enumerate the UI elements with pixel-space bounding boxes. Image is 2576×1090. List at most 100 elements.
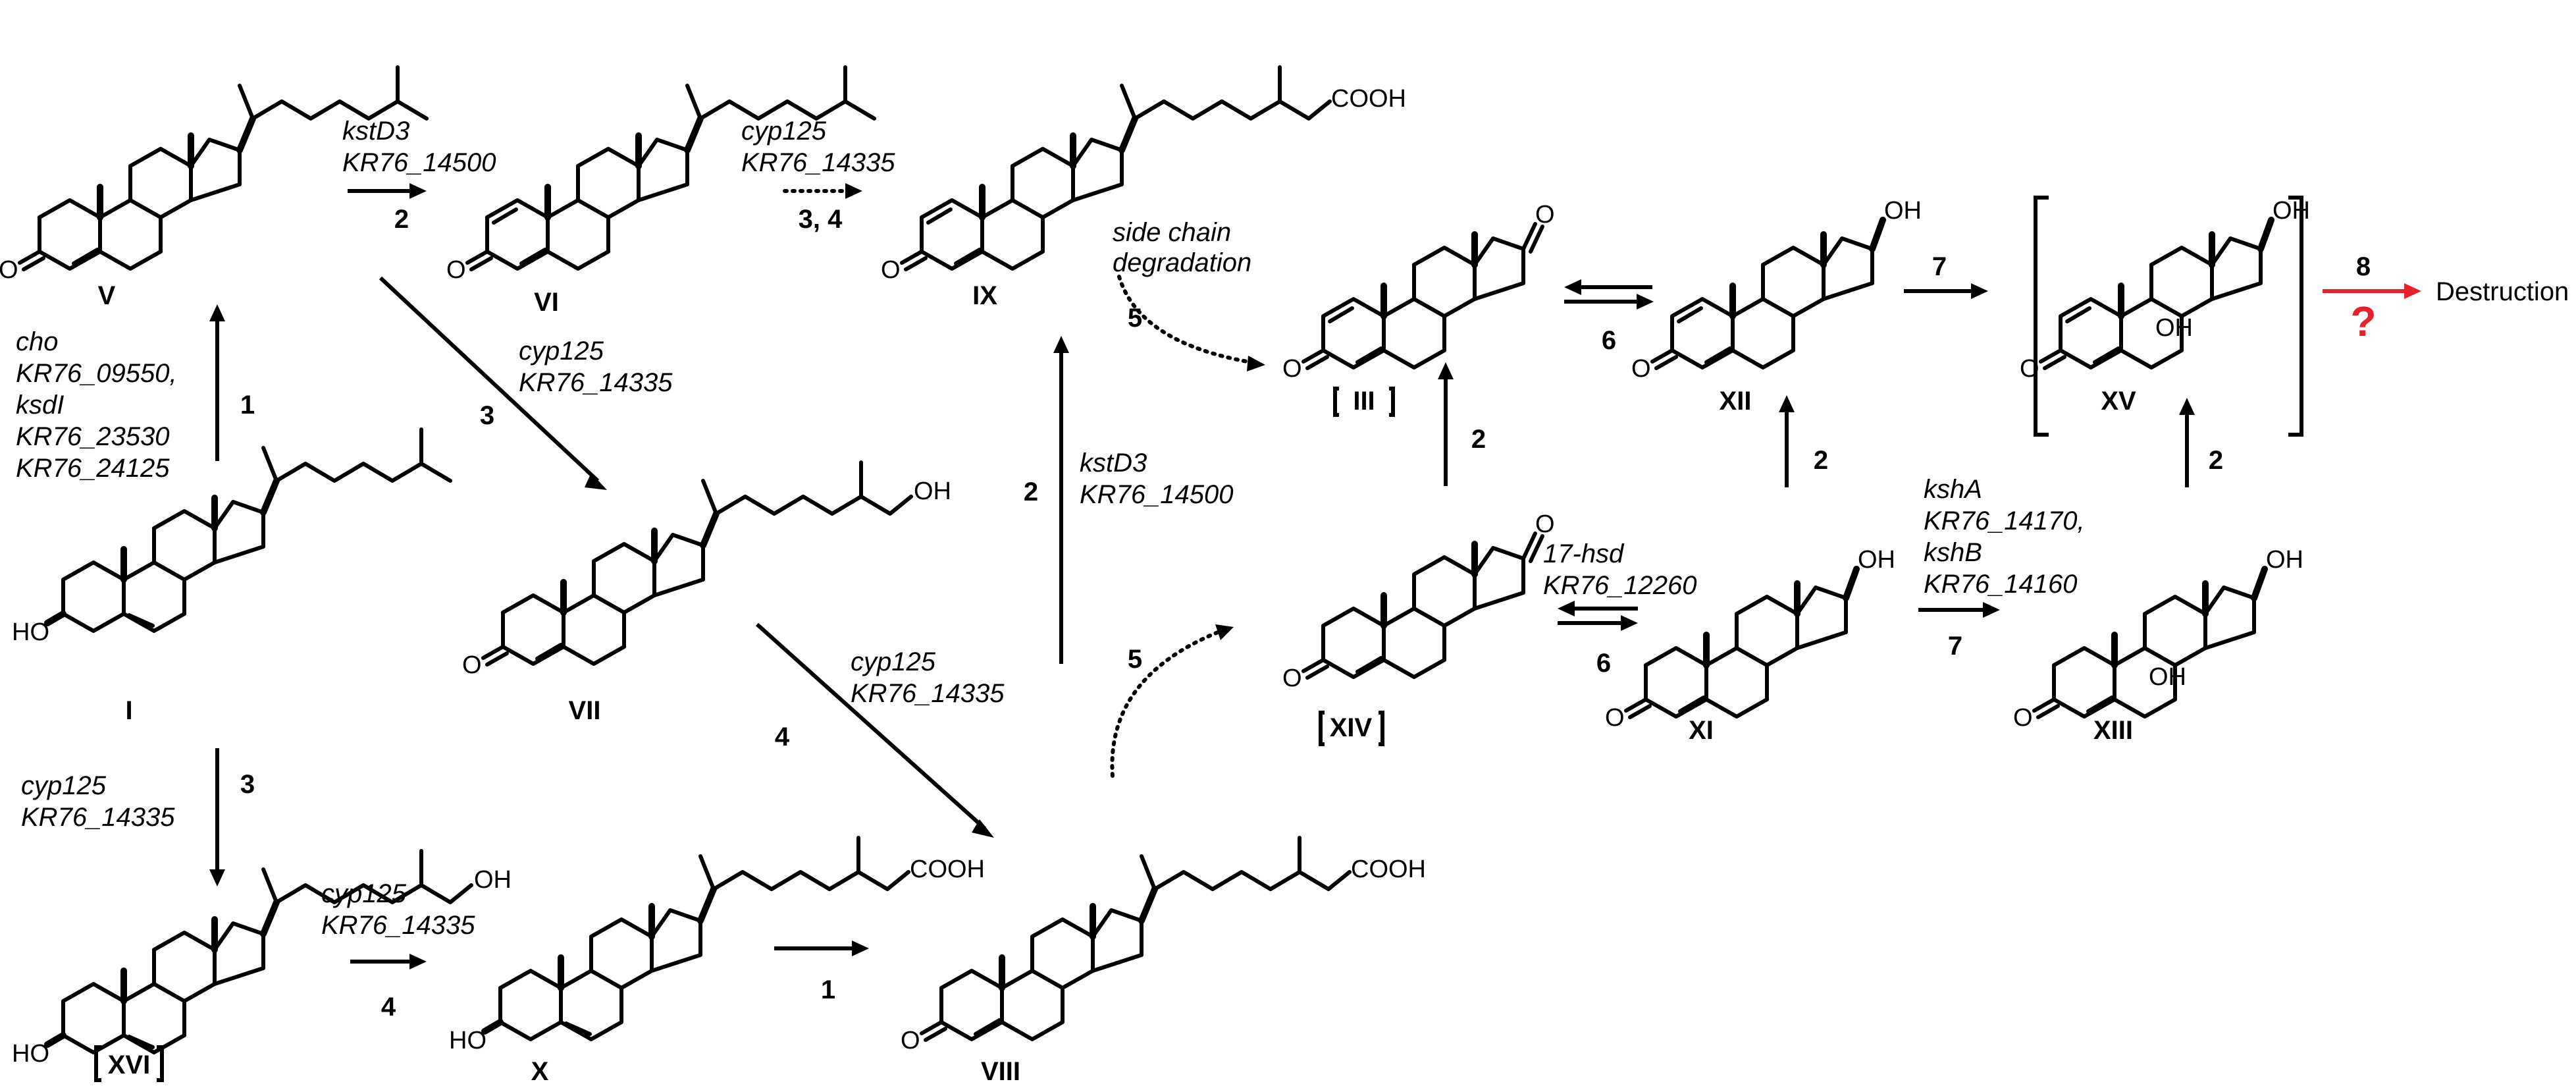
gene-label: KR76_14170,: [1924, 506, 2085, 535]
arrow-IX-III: [1117, 275, 1253, 364]
atom-label: O: [0, 256, 18, 284]
compound-XVI-label: XVI: [108, 1050, 150, 1079]
gene-label: kstD3: [1080, 449, 1147, 477]
gene-label: cyp125: [851, 647, 936, 676]
compound-XIII-label: XIII: [2093, 716, 2133, 745]
gene-label: KR76_09550,: [16, 359, 177, 388]
gene-label: cyp125: [741, 117, 827, 146]
gene-label: KR76_14335: [741, 148, 895, 177]
arrowhead: [1558, 601, 1575, 616]
arrowhead: [1983, 602, 2000, 618]
step-number: 6: [1602, 326, 1616, 355]
compound-V-label: V: [98, 281, 116, 310]
atom-label: OH: [474, 866, 512, 894]
atom-label: OH: [1884, 197, 1922, 225]
atom-label: COOH: [1351, 856, 1426, 883]
atom-label: O: [1535, 201, 1555, 229]
arrowhead: [1779, 395, 1795, 412]
gene-label: cho: [16, 327, 59, 356]
gene-label: cyp125: [321, 879, 407, 908]
step-number: 2: [1471, 425, 1486, 454]
compound-XI-label: XI: [1689, 716, 1714, 745]
arrowhead: [585, 473, 607, 490]
step-number: 3: [240, 770, 255, 799]
arrowhead: [2404, 283, 2421, 299]
unknown-step-mark: ?: [2350, 298, 2376, 345]
structure-X: HO COOH: [449, 836, 985, 1054]
atom-label: O: [446, 256, 466, 284]
structure-V: O: [0, 65, 429, 284]
gene-label: KR76_14160: [1924, 570, 2078, 599]
step-number: 8: [2356, 252, 2371, 281]
step-number: 2: [2209, 446, 2223, 475]
atom-label: OH: [1858, 546, 1895, 574]
atom-label: O: [1605, 704, 1625, 732]
gene-label: KR76_14335: [21, 803, 175, 832]
arrowhead: [409, 183, 427, 199]
arrowhead: [1215, 624, 1234, 640]
gene-label: KR76_14500: [342, 148, 496, 177]
atom-label: O: [1631, 355, 1651, 383]
gene-label: cyp125: [519, 337, 604, 366]
bracket: [1333, 387, 1395, 417]
arrow-V-VII: [379, 276, 600, 483]
arrowhead: [845, 183, 862, 199]
structure-XIII: O OH OH: [2013, 546, 2303, 732]
gene-label: KR76_23530: [16, 422, 170, 451]
structure-XII: O OH: [1631, 197, 1922, 383]
compound-XII-label: XII: [1720, 387, 1752, 416]
structure-VII: O OH: [462, 460, 951, 679]
step-number: 5: [1128, 645, 1142, 674]
gene-label: kshB: [1924, 538, 1982, 567]
gene-label: KR76_24125: [16, 454, 170, 483]
gene-label: cyp125: [21, 771, 107, 800]
gene-label: 17-hsd: [1543, 539, 1625, 568]
gene-label: KR76_12260: [1543, 571, 1697, 600]
arrowhead: [1247, 356, 1265, 371]
bracket: [1319, 711, 1384, 746]
compound-I-label: I: [125, 696, 132, 725]
arrow-VII-VIII: [755, 622, 987, 831]
step-number: 1: [240, 391, 255, 420]
arrowhead: [1621, 615, 1638, 631]
compound-X-label: X: [531, 1057, 549, 1086]
structure-VI: O: [446, 65, 876, 284]
arrowhead: [972, 819, 994, 838]
arrowhead: [852, 940, 869, 956]
step-number: 2: [1814, 446, 1828, 475]
gene-label: KR76_14335: [321, 911, 475, 940]
arrowhead: [409, 954, 427, 969]
atom-label: HO: [12, 618, 49, 646]
atom-label: OH: [2273, 197, 2310, 225]
step-number: 3: [480, 401, 494, 430]
bracket: [94, 1045, 164, 1082]
atom-label: OH: [2155, 314, 2193, 342]
bracket: [2034, 196, 2303, 437]
compound-VII-label: VII: [569, 696, 601, 725]
atom-label: OH: [914, 477, 951, 505]
step-number: 4: [381, 993, 396, 1022]
compound-XIV-label: XIV: [1330, 713, 1373, 742]
arrowhead: [1564, 279, 1581, 295]
gene-label: ksdI: [16, 391, 64, 420]
structure-III: O O: [1282, 201, 1555, 383]
structure-XI: O OH: [1605, 546, 1895, 732]
step-number: 6: [1596, 649, 1611, 678]
compound-VI-label: VI: [534, 288, 559, 317]
gene-label: KR76_14500: [1080, 480, 1234, 509]
gene-label: kstD3: [342, 117, 409, 146]
arrow-VIII-XIV: [1110, 630, 1220, 778]
atom-label: O: [901, 1027, 920, 1054]
structure-XV: O OH OH: [2020, 197, 2310, 383]
atom-label: O: [2013, 704, 2033, 732]
atom-label: O: [1282, 665, 1302, 692]
compound-XV-label: XV: [2101, 387, 2136, 416]
step-number: 3, 4: [799, 205, 843, 234]
destruction-label: Destruction: [2436, 277, 2569, 306]
note-side-chain: side chain: [1113, 218, 1231, 247]
step-number: 2: [394, 205, 409, 234]
arrowhead: [1637, 294, 1654, 310]
compound-III-label: III: [1353, 387, 1375, 416]
